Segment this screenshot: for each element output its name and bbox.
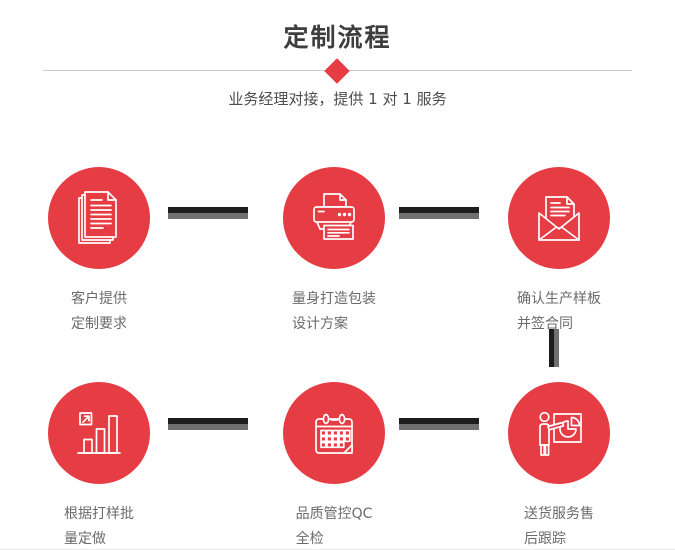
printer-icon [313,193,355,240]
connector-gray-bar [554,329,559,367]
connector-gray-bar [168,424,248,430]
step-caption: 根据打样批量定做 [14,502,184,549]
step-circle [283,382,385,484]
caption-line: 量定做 [64,531,106,547]
connector-gray-bar [168,213,248,219]
connector-dark-bar [168,418,248,424]
step-caption: 送货服务售后跟踪 [474,502,644,549]
step-caption: 品质管控QC 全检 [249,502,419,549]
step-packaging-design: 量身打造包装设计方案 [283,167,385,332]
connector-step5-step6 [399,418,479,430]
connector-step3-step6 [549,329,559,367]
caption-line: 客户提供 [71,291,127,307]
page-title: 定制流程 [283,23,392,52]
connector-step4-step5 [168,418,248,430]
caption-line: 根据打样批 [64,506,134,522]
step-caption: 客户提供定制要求 [14,287,184,337]
caption-line: 设计方案 [292,316,348,332]
caption-line: 送货服务售 [524,506,594,522]
envelope-icon [538,196,580,241]
step-circle [48,167,150,269]
step-caption: 确认生产样板并签合同 [474,287,644,337]
step-caption: 量身打造包装设计方案 [249,287,419,337]
step-confirm-sample-contract: 确认生产样板并签合同 [508,167,610,332]
connector-dark-bar [168,207,248,213]
connector-gray-bar [399,213,479,219]
caption-line: 量身打造包装 [292,291,376,307]
presentation-icon [539,411,582,456]
caption-line: 后跟踪 [524,531,566,547]
connector-step1-step2 [168,207,248,219]
caption-line: 品质管控QC [295,506,373,522]
documents-icon [78,191,117,244]
bar-chart-icon [77,412,121,454]
diamond-icon [324,58,350,84]
connector-dark-bar [549,329,554,367]
connector-gray-bar [399,424,479,430]
step-circle [508,167,610,269]
caption-line: 并签合同 [517,316,573,332]
connector-dark-bar [399,207,479,213]
step-delivery-aftersales: 送货服务售后跟踪 [508,382,610,547]
calendar-icon [315,413,353,454]
caption-line: 定制要求 [71,316,127,332]
caption-line: 全检 [295,531,324,547]
step-batch-production: 根据打样批量定做 [48,382,150,547]
connector-dark-bar [399,418,479,424]
step-quality-control: 品质管控QC 全检 [283,382,385,547]
connector-step2-step3 [399,207,479,219]
step-circle [508,382,610,484]
step-customer-requirements: 客户提供定制要求 [48,167,150,332]
subtitle-text: 业务经理对接，提供 1 对 1 服务 [228,90,447,108]
step-circle [283,167,385,269]
caption-line: 确认生产样板 [517,291,601,307]
step-circle [48,382,150,484]
